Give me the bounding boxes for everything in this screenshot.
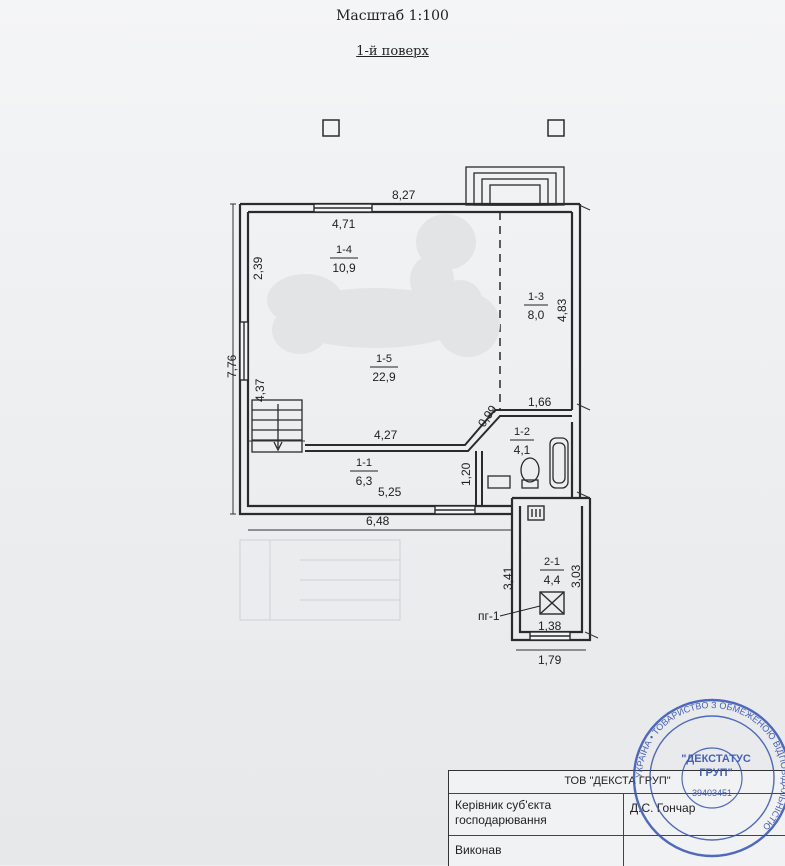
bathroom-fixtures <box>487 437 569 489</box>
staircase <box>251 399 303 453</box>
entrance-steps <box>465 166 565 206</box>
door-bottom <box>434 505 476 515</box>
head-role-line2: господарювання <box>455 813 547 827</box>
dim-room-1-1-inner: 1,20 <box>459 462 473 486</box>
room-1-4-area: 10,9 <box>332 261 356 275</box>
dim-room-1-1-length: 5,25 <box>378 485 402 499</box>
window-top <box>313 203 373 213</box>
dim-right-1-3: 4,83 <box>555 298 569 322</box>
dim-annex-left: 3,41 <box>501 566 515 590</box>
dim-diagonal: 0,99 <box>475 402 500 429</box>
bleed-through <box>239 539 401 621</box>
column-marker-left <box>322 119 340 137</box>
room-2-1-area: 4,4 <box>544 573 561 587</box>
title-row-executor: Виконав <box>449 835 785 866</box>
title-row-company: ТОВ "ДЕКСТА ГРУП" <box>449 771 785 794</box>
executor-name <box>624 835 785 866</box>
dimension-lines <box>230 203 599 651</box>
room-1-3-number: 1-3 <box>528 291 544 303</box>
room-1-1-area: 6,3 <box>356 474 373 488</box>
exterior-walls <box>238 202 592 642</box>
dim-annex-right: 3,03 <box>569 564 583 588</box>
executor-role: Виконав <box>449 835 624 866</box>
title-block-table: ТОВ "ДЕКСТА ГРУП" Керівник суб'єкта госп… <box>448 770 785 866</box>
title-row-head: Керівник суб'єкта господарювання Д.С. Го… <box>449 793 785 836</box>
head-role-line1: Керівник суб'єкта <box>455 798 552 812</box>
dim-left-upper: 2,39 <box>251 256 265 280</box>
dim-top-total: 8,27 <box>392 188 416 202</box>
room-1-4-number: 1-4 <box>336 244 352 256</box>
dim-left-total: 7,76 <box>225 354 239 378</box>
room-2-1-number: 2-1 <box>544 556 560 568</box>
dim-annex-bottom: 1,79 <box>538 653 562 667</box>
scale-title: Масштаб 1:100 <box>336 8 449 24</box>
blurred-region <box>267 214 500 357</box>
head-name: Д.С. Гончар <box>630 801 696 815</box>
dim-annex-inner: 1,38 <box>538 619 562 633</box>
label-pg-leader <box>499 605 541 617</box>
company-name: ТОВ "ДЕКСТА ГРУП" <box>564 775 671 787</box>
dim-left-stair: 4,37 <box>253 378 267 402</box>
interior-walls <box>305 409 572 506</box>
room-1-2-area: 4,1 <box>514 443 531 457</box>
dim-bottom-total: 6,48 <box>366 514 390 528</box>
window-annex <box>529 631 571 641</box>
head-role: Керівник суб'єкта господарювання <box>449 793 624 835</box>
room-1-5-number: 1-5 <box>376 353 392 365</box>
floor-title: 1-й поверх <box>356 44 429 59</box>
room-1-5-area: 22,9 <box>372 370 396 384</box>
gas-boiler <box>527 505 565 615</box>
label-pg: пг-1 <box>478 609 500 623</box>
dim-corridor-top: 4,27 <box>374 428 398 442</box>
dim-top-window: 4,71 <box>332 217 356 231</box>
room-1-2-number: 1-2 <box>514 426 530 438</box>
room-1-1-number: 1-1 <box>356 457 372 469</box>
dim-bath-top: 1,66 <box>528 395 552 409</box>
column-marker-right <box>547 119 565 137</box>
room-1-3-area: 8,0 <box>528 308 545 322</box>
window-left <box>239 321 249 381</box>
